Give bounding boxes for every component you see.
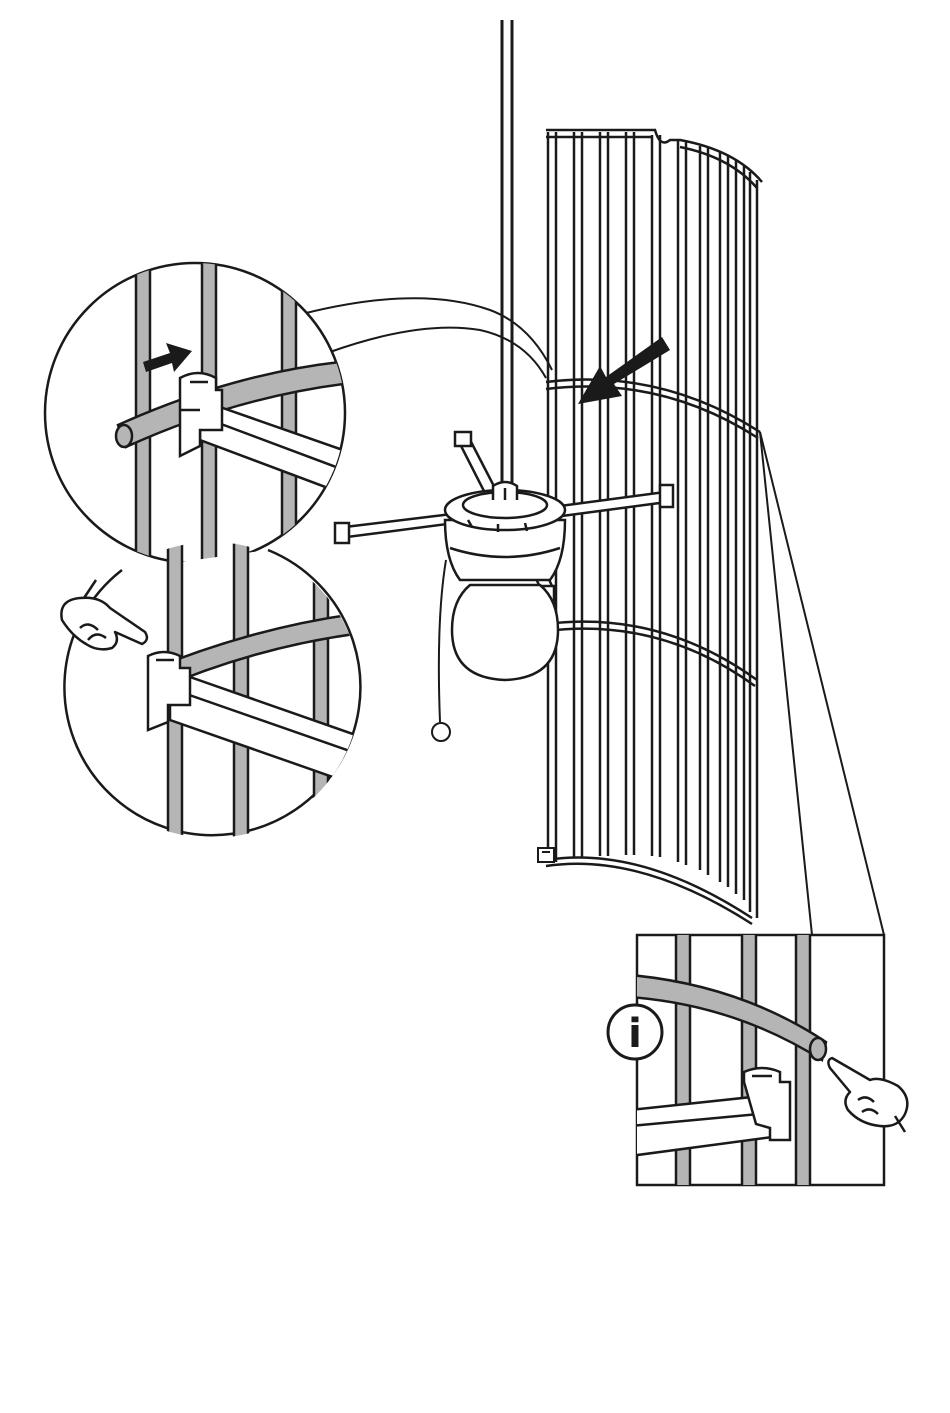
detail-clip-hold [61, 540, 370, 850]
detail-clip-insert [45, 250, 360, 580]
wire-cage-shade [538, 130, 762, 924]
info-letter: i [628, 1011, 642, 1057]
pendant-cord [502, 20, 512, 488]
pull-cord [432, 560, 450, 741]
detail-clip-info: i [608, 930, 907, 1190]
lamp-socket [445, 482, 565, 580]
cage-clip [538, 848, 554, 862]
info-icon: i [608, 1005, 662, 1059]
light-bulb [452, 585, 558, 680]
cage-vertical-wires [548, 132, 757, 918]
